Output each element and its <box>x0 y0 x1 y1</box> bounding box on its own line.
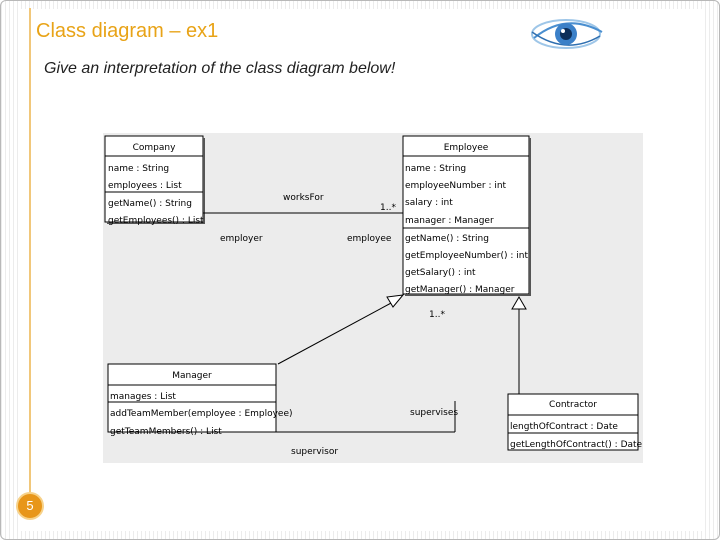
company-attr-name: name : String <box>108 164 169 174</box>
company-op-getemployees: getEmployees() : List <box>108 216 204 226</box>
supervisor-role-label: supervisor <box>291 447 338 457</box>
slide-title: Class diagram – ex1 <box>36 20 219 42</box>
works-for-label: worksFor <box>283 193 324 203</box>
employee-role-label: employee <box>347 234 392 244</box>
employee-attr-number: employeeNumber : int <box>405 181 507 191</box>
multiplicity-employee-end: 1..* <box>380 203 396 213</box>
employee-attr-name: name : String <box>405 164 466 174</box>
class-contractor: Contractor lengthOfContract : Date getLe… <box>507 393 643 451</box>
employee-op-getsalary: getSalary() : int <box>405 268 476 278</box>
manager-attr-manages: manages : List <box>110 392 176 402</box>
class-diagram: Company name : String employees : List g… <box>103 133 643 463</box>
contractor-attr-length: lengthOfContract : Date <box>510 422 618 432</box>
page-rule <box>29 8 31 492</box>
employee-op-getmanager: getManager() : Manager <box>405 285 515 295</box>
class-company: Company name : String employees : List g… <box>104 135 205 226</box>
eye-logo-icon <box>531 19 603 49</box>
manager-generalization <box>277 294 405 365</box>
supervises-label: supervises <box>410 408 458 418</box>
contractor-generalization <box>511 296 527 394</box>
employee-attr-salary: salary : int <box>405 198 453 208</box>
employee-attr-manager: manager : Manager <box>405 216 494 226</box>
page-number-badge: 5 <box>16 492 44 520</box>
employee-op-getnumber: getEmployeeNumber() : int <box>405 251 528 261</box>
company-op-getname: getName() : String <box>108 199 192 209</box>
manager-name: Manager <box>172 371 212 381</box>
class-employee: Employee name : String employeeNumber : … <box>402 135 531 296</box>
employee-name: Employee <box>444 143 489 153</box>
manager-op-getmembers: getTeamMembers() : List <box>110 427 222 437</box>
class-manager: Manager manages : List addTeamMember(emp… <box>107 363 293 437</box>
multiplicity-manager-end: 1..* <box>429 310 445 320</box>
contractor-name: Contractor <box>549 400 597 410</box>
slide-subtitle: Give an interpretation of the class diag… <box>44 60 396 77</box>
company-name: Company <box>133 143 176 153</box>
employer-role-label: employer <box>220 234 263 244</box>
manager-op-addmember: addTeamMember(employee : Employee) <box>110 409 293 419</box>
contractor-op-getlength: getLengthOfContract() : Date <box>510 440 643 450</box>
company-attr-employees: employees : List <box>108 181 182 191</box>
employee-op-getname: getName() : String <box>405 234 489 244</box>
